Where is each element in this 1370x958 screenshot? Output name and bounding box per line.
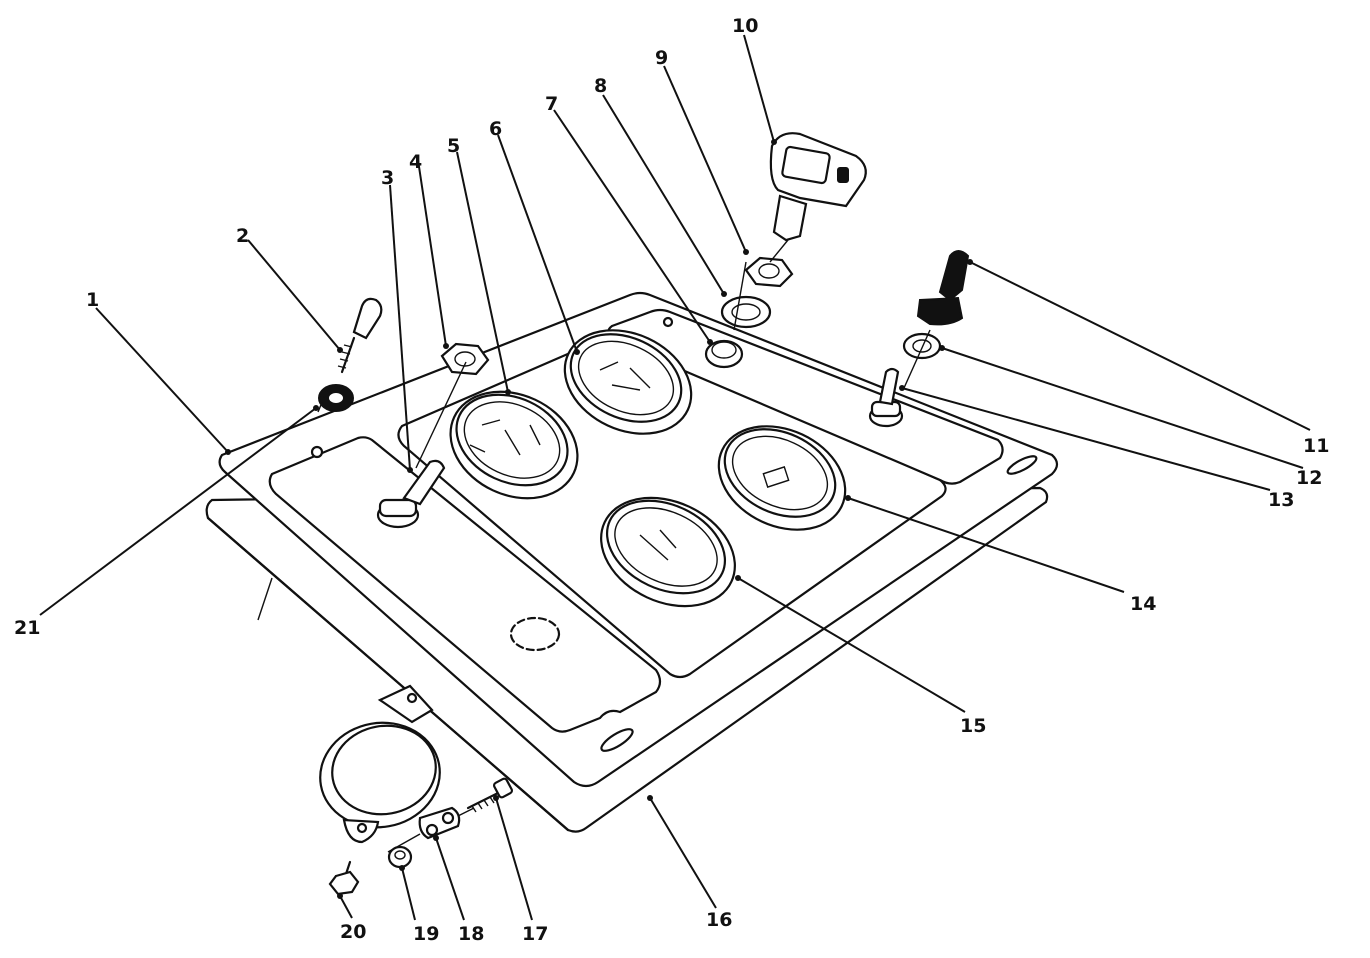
callout-9: 9 — [655, 47, 668, 69]
callout-14: 14 — [1130, 593, 1156, 615]
callout-2: 2 — [236, 225, 249, 247]
callout-13: 13 — [1268, 489, 1294, 511]
lock-washer-8 — [720, 295, 772, 329]
screw-2 — [337, 297, 383, 374]
callout-3: 3 — [381, 167, 394, 189]
callout-21: 21 — [14, 617, 40, 639]
callout-5: 5 — [447, 135, 460, 157]
callout-18: 18 — [458, 923, 484, 945]
assembly-guide-lines — [257, 239, 931, 853]
callout-19: 19 — [413, 923, 439, 945]
callout-11: 11 — [1303, 435, 1329, 457]
leader-dots — [225, 139, 973, 899]
toggle-switch-13 — [868, 367, 904, 428]
callout-17: 17 — [522, 923, 548, 945]
callout-16: 16 — [706, 909, 732, 931]
washer-21 — [318, 384, 354, 412]
callout-10: 10 — [732, 15, 758, 37]
callout-6: 6 — [489, 118, 502, 140]
toggle-switch-3 — [376, 459, 446, 529]
callout-4: 4 — [409, 151, 422, 173]
toggle-boot-11 — [916, 250, 970, 326]
leader-lines — [39, 34, 1311, 921]
callout-15: 15 — [960, 715, 986, 737]
nut-12 — [902, 332, 942, 360]
screw-20 — [328, 860, 360, 896]
callout-8: 8 — [594, 75, 607, 97]
callout-12: 12 — [1296, 467, 1322, 489]
nut-19 — [387, 845, 413, 869]
callout-7: 7 — [545, 93, 558, 115]
clamp-ring-18 — [319, 684, 461, 844]
nut-9 — [744, 256, 794, 288]
gauge-15 — [600, 496, 736, 608]
callout-20: 20 — [340, 921, 366, 943]
bushing-7 — [704, 339, 744, 369]
callout-1: 1 — [86, 289, 99, 311]
gauge-5 — [449, 390, 579, 500]
callout-labels: 1 2 3 4 5 6 7 8 9 10 11 12 13 14 15 16 1… — [14, 15, 1329, 945]
bolt-17 — [466, 777, 513, 813]
gauge-14 — [717, 425, 847, 531]
ignition-key-10 — [769, 132, 867, 242]
hex-nut-4 — [440, 342, 490, 376]
gauge-6 — [563, 329, 693, 435]
